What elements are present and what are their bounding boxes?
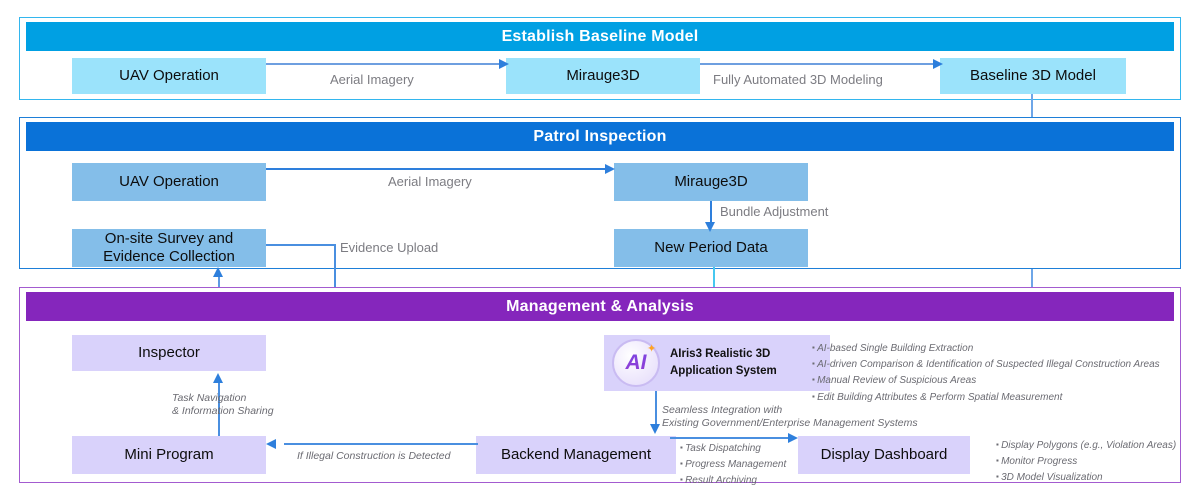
- node-inspector[interactable]: Inspector: [72, 335, 266, 371]
- section-title-establish-baseline-model: Establish Baseline Model: [26, 22, 1174, 51]
- list-item: 3D Model Visualization: [996, 470, 1176, 486]
- connector-illegal-construction: [284, 443, 478, 445]
- airis3-logo: AI ✦: [610, 337, 662, 389]
- ai-capability-list: AI-based Single Building Extraction AI-d…: [812, 341, 1160, 406]
- logo-ring: [612, 339, 660, 387]
- connector-seamless-integration: [655, 391, 657, 427]
- arrowhead-fully-automated-3d-modeling: [933, 58, 943, 69]
- node-baseline-3d-model[interactable]: Baseline 3D Model: [940, 58, 1126, 94]
- connector-backend-to-dashboard: [670, 437, 792, 439]
- arrowhead-aerial-imagery-2: [605, 163, 615, 174]
- edge-label-task-navigation-line-1: Task Navigation: [172, 392, 247, 404]
- edge-label-seamless-integration-line-1: Seamless Integration with: [662, 404, 783, 416]
- node-mirauge3d-2[interactable]: Mirauge3D: [614, 163, 808, 201]
- connector-task-navigation: [218, 382, 220, 436]
- dashboard-feature-list: Display Polygons (e.g., Violation Areas)…: [996, 438, 1176, 487]
- connector-evidence-upload-1: [266, 244, 336, 246]
- node-new-period-data[interactable]: New Period Data: [614, 229, 808, 267]
- edge-label-seamless-integration-line-2: Existing Government/Enterprise Managemen…: [662, 417, 918, 429]
- list-item: AI-driven Comparison & Identification of…: [812, 357, 1160, 373]
- arrowhead-backend-to-dashboard: [788, 432, 798, 443]
- list-item: Edit Building Attributes & Perform Spati…: [812, 390, 1160, 406]
- list-item: Manual Review of Suspicious Areas: [812, 373, 1160, 389]
- edge-label-aerial-imagery-1: Aerial Imagery: [330, 72, 414, 87]
- section-title-management-analysis: Management & Analysis: [26, 292, 1174, 321]
- connector-aerial-imagery-2: [266, 168, 608, 170]
- edge-label-task-navigation-line-2: & Information Sharing: [172, 405, 274, 417]
- list-item: Progress Management: [680, 457, 786, 473]
- edge-label-aerial-imagery-2: Aerial Imagery: [388, 174, 472, 189]
- node-uav-operation-2[interactable]: UAV Operation: [72, 163, 266, 201]
- arrowhead-inspector-to-survey: [213, 267, 223, 277]
- arrowhead-illegal-construction: [266, 438, 276, 449]
- node-backend-management[interactable]: Backend Management: [476, 436, 676, 474]
- node-uav-operation-1[interactable]: UAV Operation: [72, 58, 266, 94]
- sparkle-icon: ✦: [647, 343, 657, 355]
- logo-text: AI: [610, 337, 662, 389]
- node-display-dashboard[interactable]: Display Dashboard: [798, 436, 970, 474]
- edge-label-evidence-upload: Evidence Upload: [340, 240, 439, 255]
- arrowhead-seamless-integration: [650, 424, 660, 434]
- list-item: Result Archiving: [680, 473, 786, 489]
- arrowhead-aerial-imagery-1: [499, 58, 509, 69]
- node-airis3-system[interactable]: AI ✦ AIris3 Realistic 3D Application Sys…: [604, 335, 830, 391]
- edge-label-illegal-construction: If Illegal Construction is Detected: [297, 450, 451, 462]
- arrowhead-bundle-adjustment: [705, 222, 715, 232]
- connector-aerial-imagery-1: [266, 63, 500, 65]
- arrowhead-task-navigation: [213, 373, 223, 383]
- list-item: AI-based Single Building Extraction: [812, 341, 1160, 357]
- airis3-name-line-2: Application System: [670, 365, 777, 377]
- list-item: Task Dispatching: [680, 441, 786, 457]
- edge-label-fully-automated-3d-modeling: Fully Automated 3D Modeling: [713, 72, 883, 87]
- section-title-patrol-inspection: Patrol Inspection: [26, 122, 1174, 151]
- connector-bundle-adjustment: [710, 201, 712, 225]
- backend-task-list: Task Dispatching Progress Management Res…: [680, 441, 786, 490]
- edge-label-bundle-adjustment: Bundle Adjustment: [720, 204, 829, 219]
- airis3-name-line-1: AIris3 Realistic 3D: [670, 348, 771, 361]
- node-mini-program[interactable]: Mini Program: [72, 436, 266, 474]
- list-item: Monitor Progress: [996, 454, 1176, 470]
- airis3-name: AIris3 Realistic 3D Application System: [670, 346, 777, 379]
- connector-fully-automated-3d-modeling: [700, 63, 934, 65]
- node-mirauge3d-1[interactable]: Mirauge3D: [506, 58, 700, 94]
- list-item: Display Polygons (e.g., Violation Areas): [996, 438, 1176, 454]
- node-on-site-survey[interactable]: On-site Survey and Evidence Collection: [72, 229, 266, 267]
